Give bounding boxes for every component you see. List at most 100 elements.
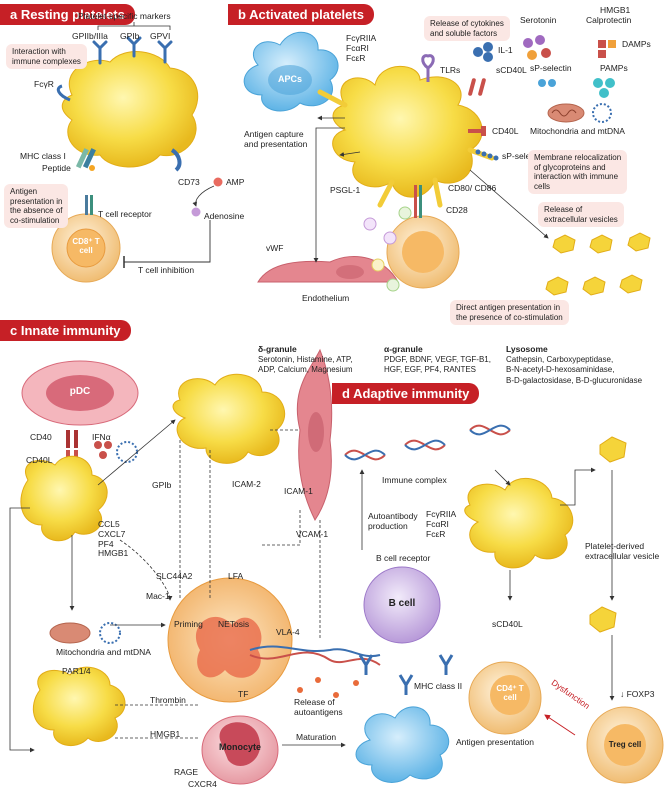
label-pdc: pDC [69, 386, 91, 397]
label-sp-selectin-top: sP-selectin [530, 63, 572, 73]
antibodies [358, 654, 454, 695]
panel-d-graphics [282, 424, 664, 784]
label-mito-c: Mitochondria and mtDNA [56, 647, 151, 657]
label-gpib: GPIb [120, 31, 140, 41]
amp-molecule [213, 177, 223, 187]
label-hmgb1-b: HMGB1 [600, 5, 631, 15]
endothelium-cell [257, 255, 399, 283]
label-gpib-c: GPIb [152, 480, 172, 490]
delta-granule-title: δ-granule [258, 344, 297, 354]
note-immune-complexes: Interaction with immune complexes [6, 44, 87, 70]
label-cd4-t-cell: CD4⁺ T cell [496, 684, 524, 702]
alpha-granule-box: α-granule PDGF, BDNF, VEGF, TGF-B1, HGF,… [384, 344, 491, 376]
label-calprotectin: Calprotectin [586, 15, 632, 25]
label-par14: PAR1/4 [62, 666, 91, 676]
resting-platelet [61, 51, 199, 168]
delta-granule-box: δ-granule Serotonin, Histamine, ATP, ADP… [258, 344, 353, 376]
mitochondria-icon [547, 103, 585, 123]
gp-receptors [92, 36, 173, 65]
label-thrombin: Thrombin [150, 695, 186, 705]
label-t-cell-inhibition: T cell inhibition [138, 265, 195, 275]
label-apcs: APCs [277, 74, 302, 84]
platelet-ev-top [599, 436, 627, 463]
label-immune-complex: Immune complex [382, 475, 447, 485]
mhc-class-i-receptor [75, 148, 96, 171]
label-tf: TF [238, 689, 249, 699]
label-cd73: CD73 [178, 177, 200, 187]
label-bcr: B cell receptor [376, 553, 431, 563]
panel-c-graphics [9, 348, 381, 785]
lysosome-title: Lysosome [506, 344, 548, 354]
label-markers-title: Platelet-specific markers [78, 11, 171, 21]
lysosome-box: Lysosome Cathepsin, Carboxypeptidase, B-… [506, 344, 642, 386]
label-slc44a2: SLC44A2 [156, 571, 193, 581]
label-cd40l-c: CD40L [26, 455, 53, 465]
activated-platelet [332, 65, 483, 198]
label-vla4: VLA-4 [276, 627, 300, 637]
label-cd28: CD28 [446, 205, 468, 215]
label-treg: Treg cell [608, 740, 642, 749]
platelet-c-mid [172, 373, 286, 464]
panel-b-title: b Activated platelets [228, 4, 374, 25]
label-maturation: Maturation [296, 732, 337, 742]
label-sp-selectin-b: sP-selectin [502, 151, 544, 161]
label-mito-b: Mitochondria and mtDNA [530, 126, 625, 136]
label-fc-receptors-b: FcγRIIA FcαRI FcεR [346, 33, 377, 63]
panel-b-graphics [243, 31, 651, 296]
lysosome-text: Cathepsin, Carboxypeptidase, B-N-acetyl-… [506, 355, 643, 385]
label-b-cell: B cell [388, 598, 416, 609]
label-cd80-cd86: CD80/ CD86 [448, 183, 497, 193]
label-cxcr4: CXCR4 [188, 779, 217, 789]
platelet-d [464, 478, 574, 569]
label-fc-receptors-d: FcγRIIA FcαRI FcεR [426, 509, 457, 539]
note-cytokine-release: Release of cytokines and soluble factors [424, 16, 510, 42]
alpha-granule-title: α-granule [384, 344, 423, 354]
label-foxp3: ↓ FOXP3 [620, 689, 655, 699]
label-il1: IL-1 [498, 45, 513, 55]
label-ifna: IFNα [92, 432, 111, 442]
label-adenosine: Adenosine [204, 211, 245, 221]
label-cd8-t-cell: CD8⁺ T cell [72, 237, 100, 255]
label-mhc-class-ii: MHC class II [414, 681, 463, 691]
label-psgl1: PSGL-1 [330, 185, 361, 195]
label-vcam1: VCAM-1 [296, 529, 329, 539]
ev-platelets [545, 232, 651, 296]
label-tlrs: TLRs [440, 65, 461, 75]
mtdna-icon [592, 103, 612, 123]
label-autoantibody: Autoantibody production [368, 511, 418, 531]
immune-complex-dna [344, 424, 511, 461]
label-peptide: Peptide [42, 163, 71, 173]
label-mhc-class-i: MHC class I [20, 151, 66, 161]
panel-d-title: d Adaptive immunity [332, 383, 480, 404]
panel-c-title: c Innate immunity [0, 320, 131, 341]
label-fcyr: FcγR [34, 79, 54, 89]
platelet-c-left [20, 455, 108, 542]
label-icam1: ICAM-1 [284, 486, 313, 496]
label-amp: AMP [226, 177, 245, 187]
label-hmgb1-c: HMGB1 [150, 729, 181, 739]
alpha-granule-text: PDGF, BDNF, VEGF, TGF-B1, HGF, EGF, PF4,… [384, 355, 491, 375]
label-icam2: ICAM-2 [232, 479, 261, 489]
label-netosis: NETosis [218, 619, 250, 629]
label-pamps: PAMPs [600, 63, 628, 73]
adenosine-molecule [191, 207, 201, 217]
label-rage: RAGE [174, 767, 199, 777]
platelet-ev-mid [589, 606, 617, 633]
floating-vesicles [363, 206, 412, 292]
note-extracellular-vesicles: Release of extracellular vesicles [538, 202, 624, 228]
note-direct-antigen: Direct antigen presentation in the prese… [450, 300, 569, 326]
apc-cell-d [355, 706, 450, 783]
label-scd40l-d: sCD40L [492, 619, 523, 629]
label-antigen-capture: Antigen capture and presentation [244, 129, 308, 149]
platelet-c-bottom [32, 666, 126, 747]
label-cd40l-b: CD40L [492, 126, 519, 136]
mitochondria-c-icon [49, 622, 91, 644]
net-strands [249, 645, 381, 658]
tlr-receptor [421, 54, 435, 82]
label-mac1: Mac-1 [146, 591, 170, 601]
label-t-cell-receptor: T cell receptor [98, 209, 152, 219]
label-antigen-presentation-d: Antigen presentation [456, 737, 534, 747]
label-gpiib: GPIIb/IIIa [72, 31, 108, 41]
label-chemokines: CCL5 CXCL7 PF4 HMGB1 [98, 519, 129, 559]
